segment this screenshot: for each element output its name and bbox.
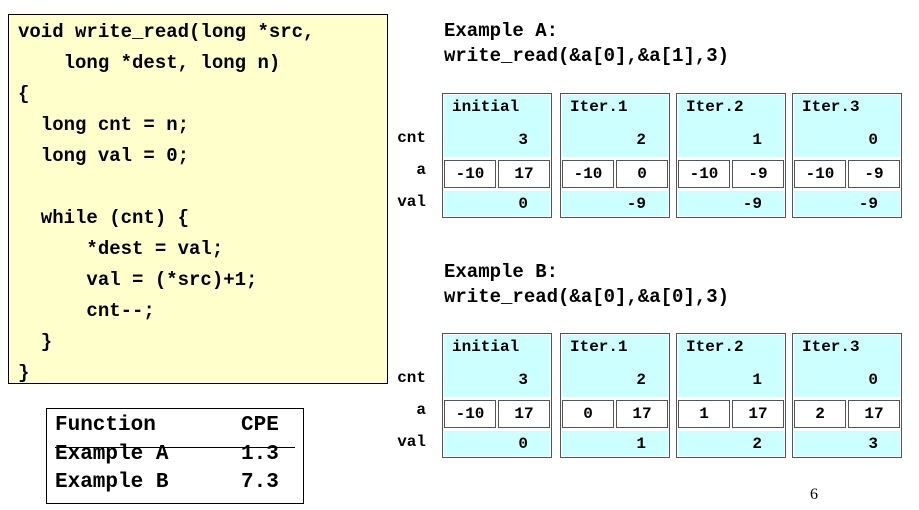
cpe-row-value: 7.3	[241, 471, 279, 494]
code-line: }	[18, 362, 30, 384]
a0-value: -10	[444, 160, 496, 188]
a1-value: -9	[848, 160, 900, 188]
cpe-row-name: Example B	[55, 471, 169, 494]
a1-value: 17	[616, 400, 668, 428]
val-value: -9	[626, 195, 646, 213]
example-a-title: Example A:	[444, 20, 559, 42]
a0-value: 1	[678, 400, 730, 428]
panel-name: Iter.2	[686, 338, 744, 356]
a1-value: 17	[498, 400, 550, 428]
panel-name: Iter.2	[686, 98, 744, 116]
page-number: 6	[810, 486, 818, 503]
cpe-table: Function CPE Example A 1.3 Example B 7.3	[46, 408, 304, 504]
code-line: long cnt = n;	[18, 114, 190, 136]
panel-name: initial	[452, 98, 520, 116]
a1-value: 17	[848, 400, 900, 428]
example-a-call: write_read(&a[0],&a[1],3)	[444, 45, 730, 67]
a1-value: 17	[498, 160, 550, 188]
val-value: 2	[752, 435, 762, 453]
a1-value: 0	[616, 160, 668, 188]
code-line: long val = 0;	[18, 145, 190, 167]
cnt-value: 2	[636, 131, 646, 149]
example-a-panel-iter1: Iter.1 2 -10 0 -9	[560, 93, 670, 218]
row-label-val: val	[397, 193, 426, 211]
cpe-row-value: 1.3	[241, 443, 279, 466]
cnt-value: 0	[868, 371, 878, 389]
panel-name: initial	[452, 338, 520, 356]
a0-value: -10	[794, 160, 846, 188]
cpe-divider	[55, 447, 295, 448]
val-value: -9	[858, 195, 878, 213]
code-line: while (cnt) {	[18, 207, 190, 229]
cnt-value: 3	[518, 131, 528, 149]
a0-value: 0	[562, 400, 614, 428]
row-label-a: a	[416, 161, 426, 179]
cpe-header-cpe: CPE	[241, 414, 279, 437]
example-a-panel-iter2: Iter.2 1 -10 -9 -9	[676, 93, 786, 218]
a0-value: -10	[562, 160, 614, 188]
code-line: *dest = val;	[18, 238, 224, 260]
code-listing: void write_read(long *src, long *dest, l…	[8, 14, 388, 384]
panel-name: Iter.1	[570, 98, 628, 116]
example-b-panel-iter1: Iter.1 2 0 17 1	[560, 333, 670, 458]
cnt-value: 2	[636, 371, 646, 389]
cnt-value: 1	[752, 371, 762, 389]
panel-name: Iter.3	[802, 98, 860, 116]
cpe-row-name: Example A	[55, 443, 169, 466]
row-label-val: val	[397, 433, 426, 451]
panel-name: Iter.3	[802, 338, 860, 356]
row-label-a: a	[416, 401, 426, 419]
example-b-title: Example B:	[444, 261, 559, 283]
example-a-panel-initial: initial 3 -10 17 0	[442, 93, 552, 218]
example-b-call: write_read(&a[0],&a[0],3)	[444, 286, 730, 308]
code-line: val = (*src)+1;	[18, 269, 258, 291]
cnt-value: 3	[518, 371, 528, 389]
cnt-value: 1	[752, 131, 762, 149]
code-line: }	[18, 331, 53, 353]
val-value: 0	[518, 195, 528, 213]
example-a-panel-iter3: Iter.3 0 -10 -9 -9	[792, 93, 902, 218]
code-line: long *dest, long n)	[18, 52, 281, 74]
code-line: void write_read(long *src,	[18, 21, 315, 43]
example-b-panel-iter2: Iter.2 1 1 17 2	[676, 333, 786, 458]
a1-value: 17	[732, 400, 784, 428]
cpe-header-function: Function	[55, 414, 156, 437]
example-b-panel-iter3: Iter.3 0 2 17 3	[792, 333, 902, 458]
code-line: {	[18, 83, 30, 105]
a0-value: 2	[794, 400, 846, 428]
val-value: 0	[518, 435, 528, 453]
row-label-cnt: cnt	[397, 369, 426, 387]
val-value: 1	[636, 435, 646, 453]
code-line: cnt--;	[18, 300, 155, 322]
a0-value: -10	[678, 160, 730, 188]
val-value: 3	[868, 435, 878, 453]
a1-value: -9	[732, 160, 784, 188]
row-label-cnt: cnt	[397, 129, 426, 147]
panel-name: Iter.1	[570, 338, 628, 356]
a0-value: -10	[444, 400, 496, 428]
example-b-panel-initial: initial 3 -10 17 0	[442, 333, 552, 458]
val-value: -9	[742, 195, 762, 213]
cnt-value: 0	[868, 131, 878, 149]
